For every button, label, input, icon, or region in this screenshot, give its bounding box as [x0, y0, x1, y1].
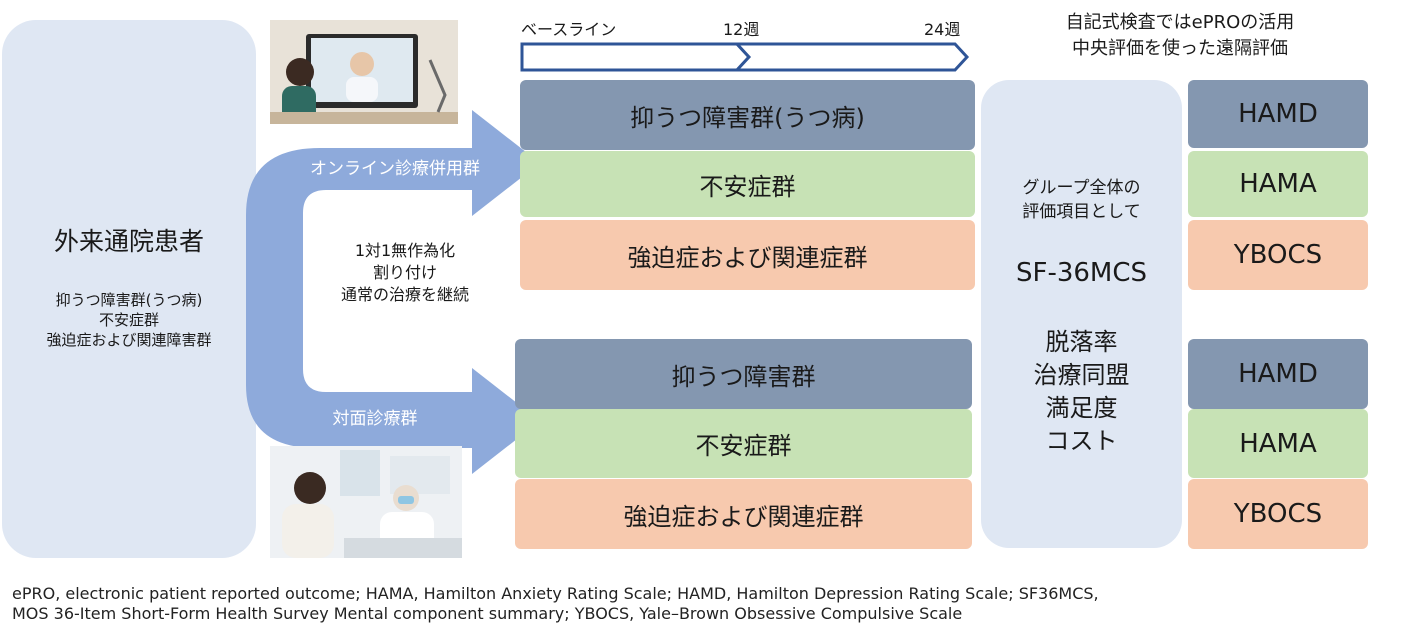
secondary-endpoint-satisfaction: 満足度 — [1045, 394, 1118, 422]
timeline-baseline-label: ベースライン — [521, 20, 617, 39]
online-group-ocd: 強迫症および関連症群 — [520, 220, 975, 290]
footnote-line-2: MOS 36-Item Short-Form Health Survey Men… — [12, 604, 963, 623]
patients-title: 外来通院患者 — [53, 227, 204, 256]
patients-item-ocd: 強迫症および関連障害群 — [46, 331, 212, 349]
online-scale-ybocs: YBOCS — [1188, 220, 1368, 290]
primary-endpoint: SF-36MCS — [1015, 258, 1147, 288]
randomization-line-1: 1対1無作為化 — [354, 241, 456, 260]
randomization-line-2: 割り付け — [372, 263, 437, 282]
secondary-endpoint-cost: コスト — [1045, 427, 1118, 455]
inperson-group-depression: 抑うつ障害群 — [515, 339, 972, 409]
timeline-week24-label: 24週 — [924, 20, 961, 39]
inperson-scale-hama: HAMA — [1188, 409, 1368, 478]
abbreviations-footnote: ePRO, electronic patient reported outcom… — [12, 584, 1402, 624]
online-consultation-photo — [270, 20, 458, 124]
overall-endpoints-box — [981, 80, 1182, 548]
inperson-scale-ybocs: YBOCS — [1188, 479, 1368, 549]
patients-item-depression: 抑うつ障害群(うつ病) — [55, 291, 203, 309]
inperson-scale-hamd: HAMD — [1188, 339, 1368, 409]
inperson-group-ocd: 強迫症および関連症群 — [515, 479, 972, 549]
online-arm-arrow — [246, 110, 540, 290]
secondary-endpoints: 脱落率 治療同盟 満足度 コスト — [981, 326, 1182, 458]
inperson-arm-label: 対面診療群 — [332, 409, 418, 429]
overall-endpoints-caption: グループ全体の 評価項目として — [981, 176, 1182, 224]
patients-item-anxiety: 不安症群 — [98, 311, 159, 329]
patients-list: 抑うつ障害群(うつ病) 不安症群 強迫症および関連障害群 — [2, 290, 256, 350]
online-scale-hama: HAMA — [1188, 151, 1368, 217]
online-group-anxiety: 不安症群 — [520, 151, 975, 217]
online-arm-label: オンライン診療併用群 — [310, 159, 480, 179]
secondary-endpoint-dropout: 脱落率 — [1045, 328, 1118, 356]
inperson-consultation-photo — [270, 446, 462, 558]
footnote-line-1: ePRO, electronic patient reported outcom… — [12, 584, 1099, 603]
randomization-text: 1対1無作為化 割り付け 通常の治療を継続 — [305, 240, 505, 306]
patients-box — [2, 20, 256, 558]
secondary-endpoint-alliance: 治療同盟 — [1033, 361, 1130, 389]
online-group-depression: 抑うつ障害群(うつ病) — [520, 80, 975, 150]
randomization-line-3: 通常の治療を継続 — [340, 285, 469, 304]
timeline-arrow — [520, 42, 970, 72]
inperson-arm-arrow — [246, 290, 540, 474]
overall-caption-line-1: グループ全体の — [1022, 178, 1141, 198]
header-line-1: 自記式検査ではePROの活用 — [1065, 12, 1295, 33]
header-line-2: 中央評価を使った遠隔評価 — [1072, 38, 1288, 59]
online-scale-hamd: HAMD — [1188, 80, 1368, 148]
timeline-week12-label: 12週 — [723, 20, 760, 39]
inperson-group-anxiety: 不安症群 — [515, 409, 972, 478]
overall-caption-line-2: 評価項目として — [1022, 202, 1141, 222]
assessment-header: 自記式検査ではePROの活用 中央評価を使った遠隔評価 — [1000, 10, 1360, 62]
